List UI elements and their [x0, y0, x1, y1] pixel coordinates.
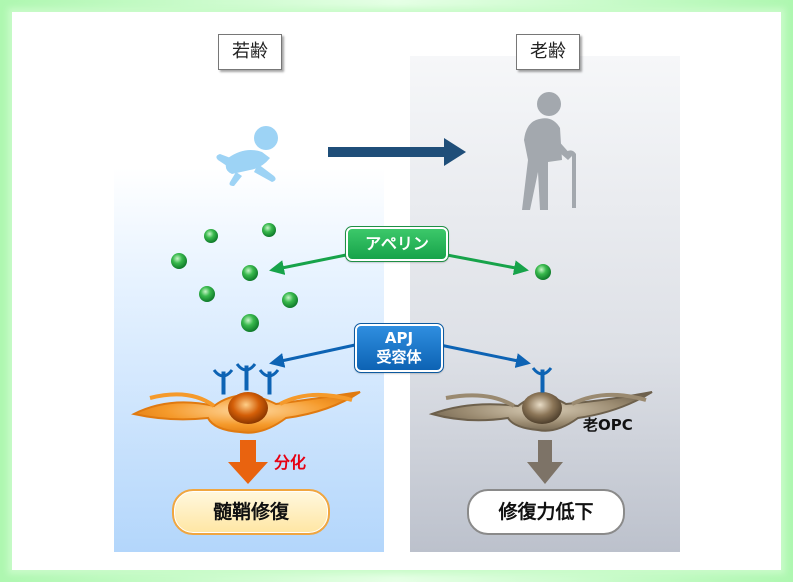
apj-receptor-tag: APJ 受容体	[354, 323, 444, 373]
differentiation-arrow-young	[228, 440, 268, 484]
apj-receptor-old	[531, 367, 553, 393]
apj-arrow-young	[269, 343, 356, 368]
apelin-tag: アペリン	[345, 226, 449, 262]
reduced-repair-result: 修復力低下	[467, 489, 625, 535]
apelin-arrow-old	[446, 253, 529, 276]
apelin-dot	[241, 314, 259, 332]
apj-receptor-line1: APJ	[384, 329, 414, 347]
apelin-dot-old	[535, 264, 551, 280]
old-opc-cell	[428, 391, 653, 432]
old-opc-label: 老OPC	[583, 416, 633, 434]
apelin-dots-young	[171, 223, 298, 332]
apelin-dot	[204, 229, 218, 243]
differentiation-label: 分化	[274, 453, 307, 472]
apelin-dot	[171, 253, 187, 269]
apelin-dot	[199, 286, 215, 302]
repair-arrow-old	[527, 440, 563, 484]
elderly-person-icon	[522, 92, 576, 210]
apj-receptor-line2: 受容体	[376, 348, 422, 366]
apelin-dot	[262, 223, 276, 237]
old-label: 老齢	[516, 34, 580, 70]
apj-receptors-young	[212, 363, 280, 395]
apelin-dot	[282, 292, 298, 308]
apelin-arrow-young	[269, 253, 347, 275]
apj-arrow-old	[439, 343, 531, 368]
myelin-repair-result: 髄鞘修復	[172, 489, 330, 535]
time-arrow-icon	[328, 138, 466, 166]
baby-icon	[216, 126, 278, 186]
apelin-dot	[242, 265, 258, 281]
young-label: 若齢	[218, 34, 282, 70]
young-opc-cell	[131, 391, 361, 434]
young-panel-background	[114, 168, 384, 552]
